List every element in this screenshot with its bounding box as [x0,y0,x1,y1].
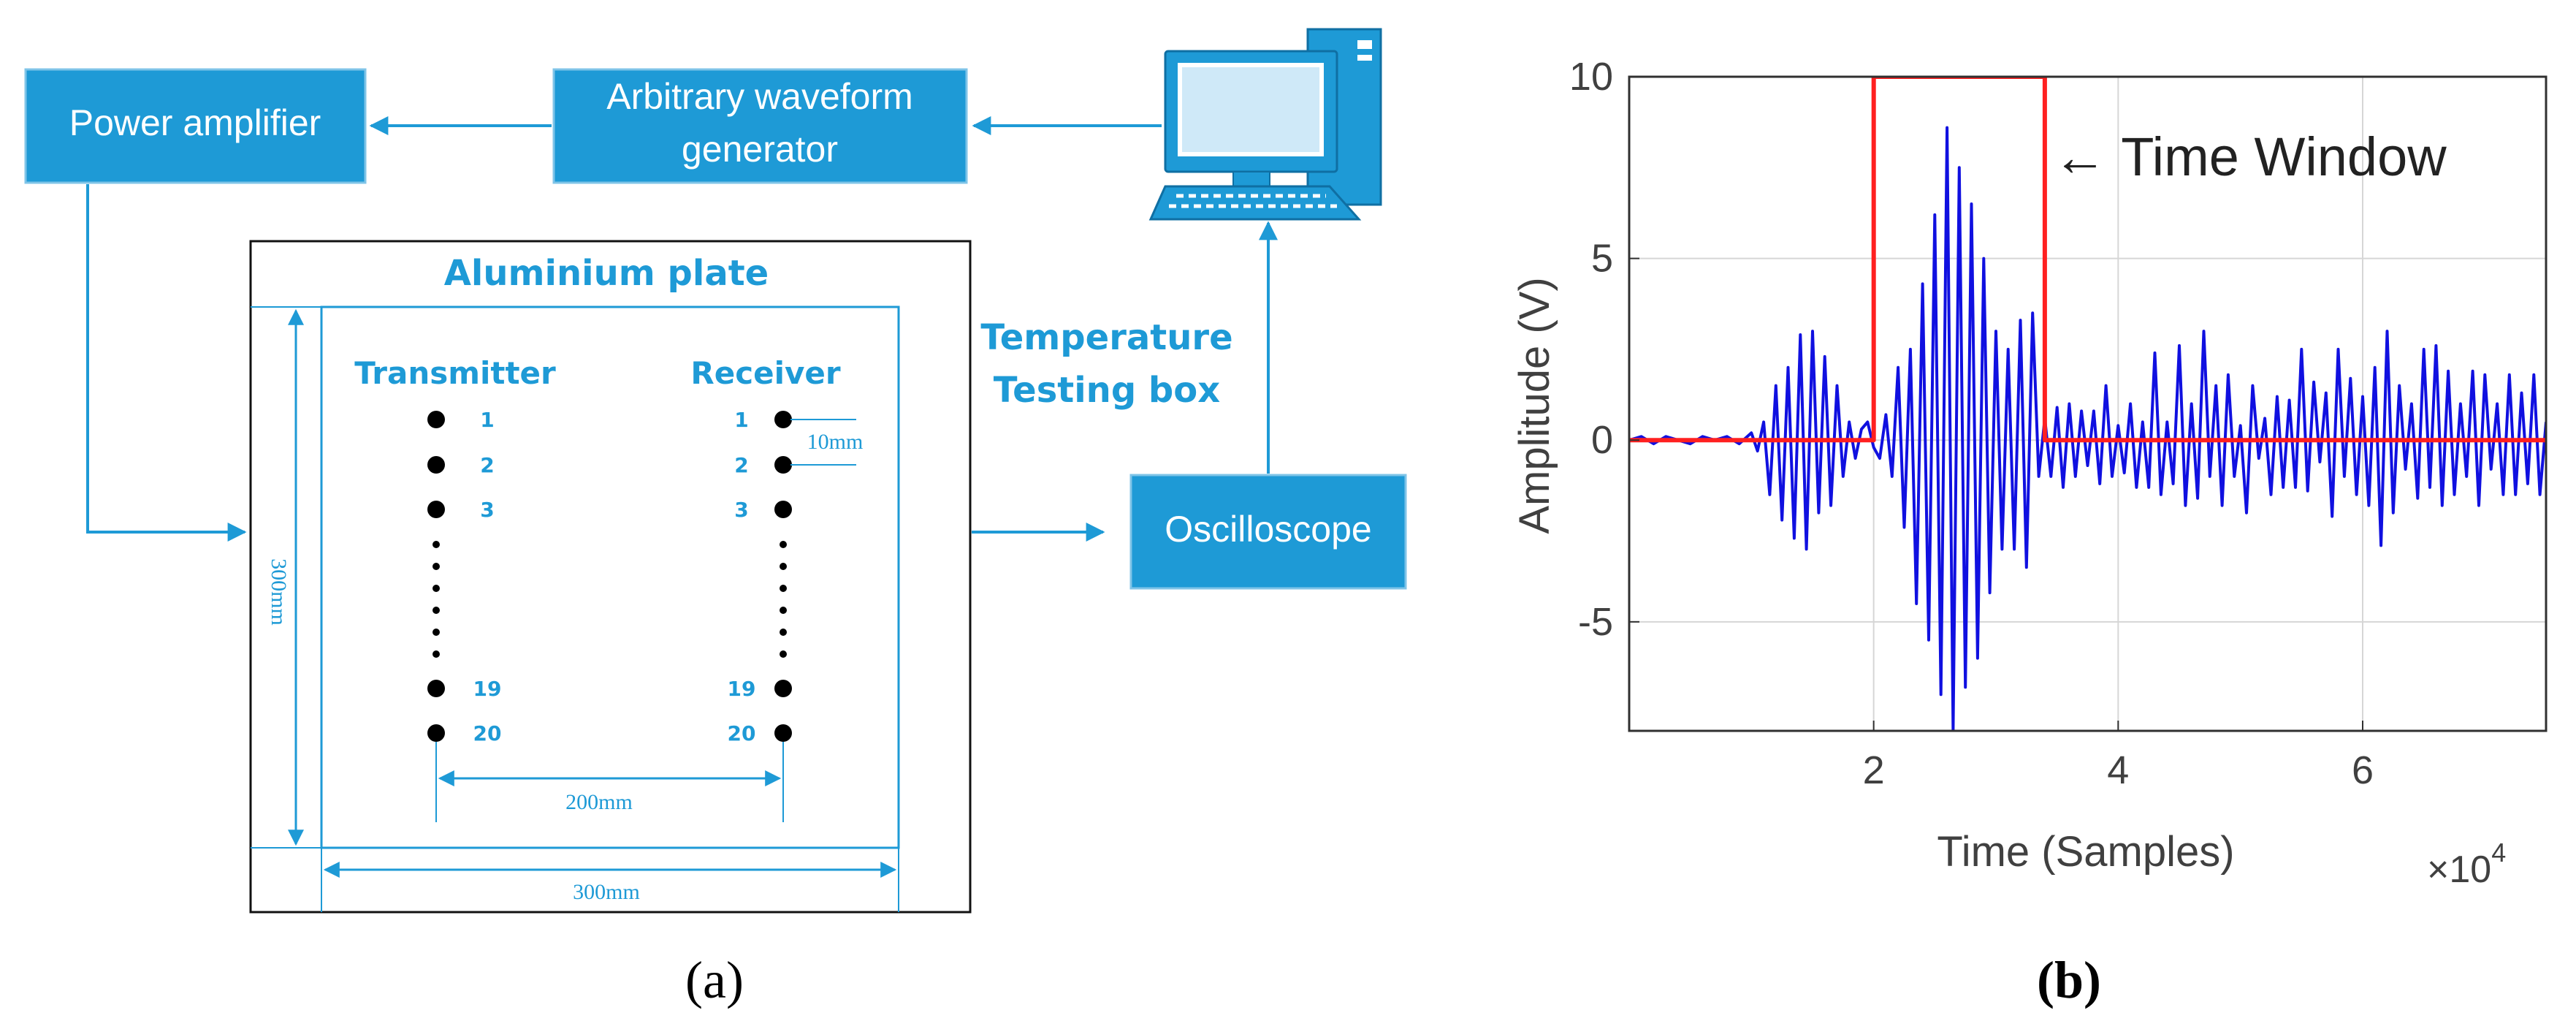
rx-number-1: 1 [734,408,748,432]
x-axis-label: Time (Samples) [1937,828,2234,876]
tx-number-2: 2 [480,453,494,477]
signal-series-line [1629,126,2546,731]
time-window-series-line [1629,77,2546,443]
dimension-width-label: 300mm [573,880,640,904]
caption-b: (b) [2037,951,2101,1009]
temperature-label-line2: Testing box [994,370,1220,411]
chart: 2 4 6 -5 0 5 10 Amplitude (V) Time (Samples) ×… [1511,55,2548,1009]
receiver-array [774,411,792,742]
computer-icon [1148,28,1382,221]
transmitter-label: Transmitter [354,355,556,391]
chart-ticks: 2 4 6 -5 0 5 10 [1569,55,2374,792]
dimension-spacing-label: 10mm [807,430,864,454]
awg-label-line2: generator [682,129,838,170]
x-multiplier-base: ×10 [2427,849,2491,891]
dimension-between-label: 200mm [565,790,633,814]
y-tick-label: 10 [1569,55,1613,99]
dimension-height-label: 300mm [267,558,291,626]
tx-number-3: 3 [480,498,494,522]
rx-number-3: 3 [734,498,748,522]
time-window-annotation: ← Time Window [2053,126,2447,187]
plot-frame [1628,75,2548,732]
x-tick-label: 4 [2107,748,2129,792]
x-tick-label: 2 [1863,748,1885,792]
rx-number-19: 19 [728,677,756,701]
rx-number-2: 2 [734,453,748,477]
transmitter-array [427,411,445,742]
tx-number-20: 20 [473,721,502,745]
y-tick-label: -5 [1578,600,1613,644]
oscilloscope-label: Oscilloscope [1165,509,1371,550]
y-axis-label: Amplitude (V) [1511,277,1558,534]
rx-number-20: 20 [728,721,756,745]
receiver-label: Receiver [690,355,840,391]
oscilloscope-box [1129,474,1407,590]
tx-number-19: 19 [473,677,502,701]
awg-box [552,68,968,184]
block-diagram: Power amplifier Arbitrary waveform gener… [24,28,1407,1009]
temperature-label-line1: Temperature [980,317,1232,358]
x-multiplier: ×104 [2427,838,2506,891]
temperature-box-outline [249,240,972,914]
power-amplifier-box [24,68,367,184]
aluminium-plate [320,305,900,849]
x-tick-label: 6 [2352,748,2374,792]
chart-series-group [1629,77,2546,731]
plate-title: Aluminium plate [444,253,769,294]
tx-number-1: 1 [480,408,494,432]
y-tick-label: 5 [1591,237,1613,281]
power-amplifier-label: Power amplifier [69,102,321,143]
x-multiplier-exp: 4 [2491,838,2506,868]
arrow-amplifier-to-plate [86,184,247,542]
y-tick-label: 0 [1591,418,1613,462]
awg-label-line1: Arbitrary waveform [606,76,913,117]
caption-a: (a) [685,951,744,1009]
